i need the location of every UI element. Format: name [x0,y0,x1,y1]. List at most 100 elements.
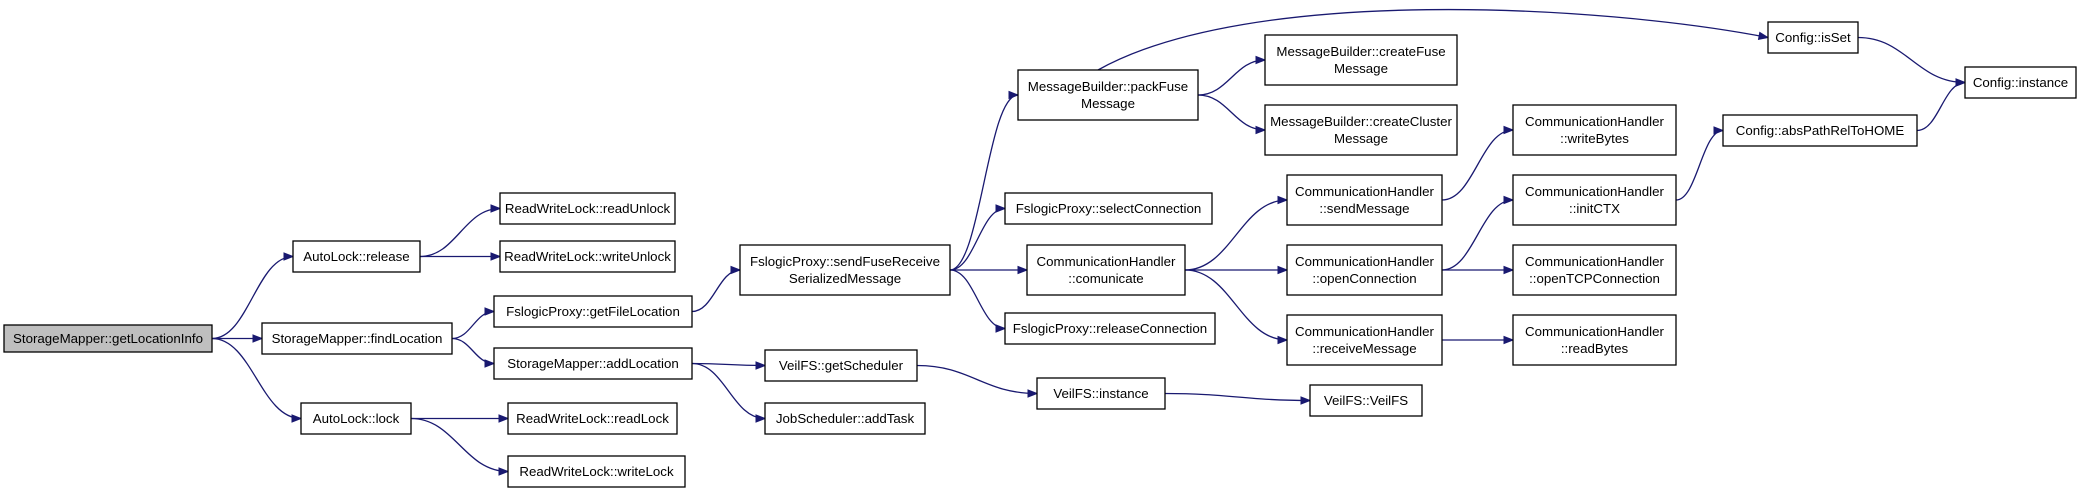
node-label: FslogicProxy::selectConnection [1016,201,1202,216]
node-box [1264,104,1458,156]
node-box [1004,192,1213,225]
node-label: ::openConnection [1312,271,1416,286]
edge-sm-findlocation-to-fp-getfilelocation [451,307,496,340]
node-box [499,192,676,225]
node-config-isset[interactable]: Config::isSet [1767,21,1859,54]
node-label: MessageBuilder::createCluster [1270,114,1452,129]
node-label: Message [1334,131,1388,146]
node-autolock-lock[interactable]: AutoLock::lock [300,402,412,435]
node-box [1767,21,1859,54]
edge-fp-sendfuse-to-fp-selectconn [949,204,1007,271]
node-label: CommunicationHandler [1525,324,1665,339]
edge-ch-comunicate-to-ch-openconnection [1185,265,1289,275]
node-label: CommunicationHandler [1037,254,1177,269]
node-box [1017,69,1199,121]
edge-autolock-lock-to-rwl-writelock [410,417,510,476]
node-js-addtask[interactable]: JobScheduler::addTask [764,402,926,435]
arrowhead [730,265,742,275]
node-ch-openconnection[interactable]: CommunicationHandler::openConnection [1286,244,1443,296]
node-label: CommunicationHandler [1295,184,1435,199]
arrowhead [291,414,303,423]
node-ch-writebytes[interactable]: CommunicationHandler::writeBytes [1512,104,1677,156]
node-box [292,240,421,273]
node-label: ReadWriteLock::writeLock [519,464,674,479]
arrowhead [1300,396,1312,405]
node-fp-selectconn[interactable]: FslogicProxy::selectConnection [1004,192,1213,225]
nodes-layer: StorageMapper::getLocationInfoAutoLock::… [3,21,2077,488]
node-box [1286,314,1443,366]
node-rwl-readunlock[interactable]: ReadWriteLock::readUnlock [499,192,676,225]
edge-config-isset-to-config-instance [1857,36,1967,87]
arrowhead [1255,55,1267,65]
node-label: ::initCTX [1569,201,1620,216]
node-root[interactable]: StorageMapper::getLocationInfo [3,324,213,353]
arrowhead [1955,78,1967,87]
node-sm-findlocation[interactable]: StorageMapper::findLocation [261,322,453,355]
node-config-instance[interactable]: Config::instance [1964,66,2077,99]
arrowhead [1277,335,1289,345]
node-label: Config::absPathRelToHOME [1736,123,1905,138]
arrowhead [490,204,502,213]
node-veilfs-getscheduler[interactable]: VeilFS::getScheduler [764,349,918,382]
node-box [764,349,918,382]
node-box [507,402,678,435]
node-config-abspath[interactable]: Config::absPathRelToHOME [1722,114,1918,147]
edge-veilfs-instance-to-veilfs-veilfs [1164,392,1312,405]
node-veilfs-veilfs[interactable]: VeilFS::VeilFS [1309,384,1423,417]
arrowhead [1277,265,1289,275]
edge-ch-sendmessage-to-ch-writebytes [1441,125,1515,201]
edge-root-to-sm-findlocation [212,334,264,343]
arrowhead [1027,389,1039,398]
edge-fp-sendfuse-to-mb-packfuse [949,90,1020,271]
edge-fp-sendfuse-to-ch-comunicate [950,265,1029,275]
node-rwl-readlock[interactable]: ReadWriteLock::readLock [507,402,678,435]
node-box [1512,104,1677,156]
node-ch-sendmessage[interactable]: CommunicationHandler::sendMessage [1286,174,1443,226]
edge-ch-comunicate-to-ch-sendmessage [1184,195,1289,271]
node-label: ReadWriteLock::readLock [516,411,669,426]
arrowhead [755,361,767,370]
node-sm-addlocation[interactable]: StorageMapper::addLocation [493,347,693,380]
edge-sm-addlocation-to-veilfs-getscheduler [691,361,767,370]
edge-ch-comunicate-to-ch-receivemessage [1184,269,1289,345]
node-autolock-release[interactable]: AutoLock::release [292,240,421,273]
arrowhead [498,467,510,476]
node-label: VeilFS::VeilFS [1324,393,1408,408]
node-fp-sendfuse[interactable]: FslogicProxy::sendFuseReceiveSerializedM… [739,244,951,296]
node-rwl-writelock[interactable]: ReadWriteLock::writeLock [507,455,686,488]
edge-autolock-lock-to-rwl-readlock [411,414,510,423]
node-label: JobScheduler::addTask [776,411,915,426]
node-label: CommunicationHandler [1295,254,1435,269]
arrowhead [498,414,510,423]
node-label: CommunicationHandler [1295,324,1435,339]
edges-layer [211,8,1967,476]
node-label: FslogicProxy::sendFuseReceive [750,254,940,269]
node-ch-receivemessage[interactable]: CommunicationHandler::receiveMessage [1286,314,1443,366]
node-box [739,244,951,296]
node-label: Config::isSet [1775,30,1851,45]
node-box [1512,314,1677,366]
node-fp-getfilelocation[interactable]: FslogicProxy::getFileLocation [493,295,693,328]
edge-fp-sendfuse-to-fp-releaseconn [949,269,1007,333]
node-box [1004,312,1216,345]
edge-ch-receivemessage-to-ch-readbytes [1442,335,1515,345]
node-ch-initctx[interactable]: CommunicationHandler::initCTX [1512,174,1677,226]
node-rwl-writeunlock[interactable]: ReadWriteLock::writeUnlock [499,240,676,273]
node-label: MessageBuilder::createFuse [1276,44,1445,59]
node-ch-readbytes[interactable]: CommunicationHandler::readBytes [1512,314,1677,366]
node-label: CommunicationHandler [1525,254,1665,269]
node-fp-releaseconn[interactable]: FslogicProxy::releaseConnection [1004,312,1216,345]
node-label: SerializedMessage [789,271,901,286]
edge-veilfs-getscheduler-to-veilfs-instance [916,364,1039,398]
arrowhead [1713,126,1725,135]
node-label: Message [1334,61,1388,76]
node-label: ReadWriteLock::writeUnlock [504,249,671,264]
arrowhead [1255,125,1267,135]
node-veilfs-instance[interactable]: VeilFS::instance [1036,377,1166,410]
node-ch-opentcp[interactable]: CommunicationHandler::openTCPConnection [1512,244,1677,296]
node-ch-comunicate[interactable]: CommunicationHandler::comunicate [1026,244,1186,296]
edge-mb-packfuse-to-mb-createfuse [1197,55,1267,96]
